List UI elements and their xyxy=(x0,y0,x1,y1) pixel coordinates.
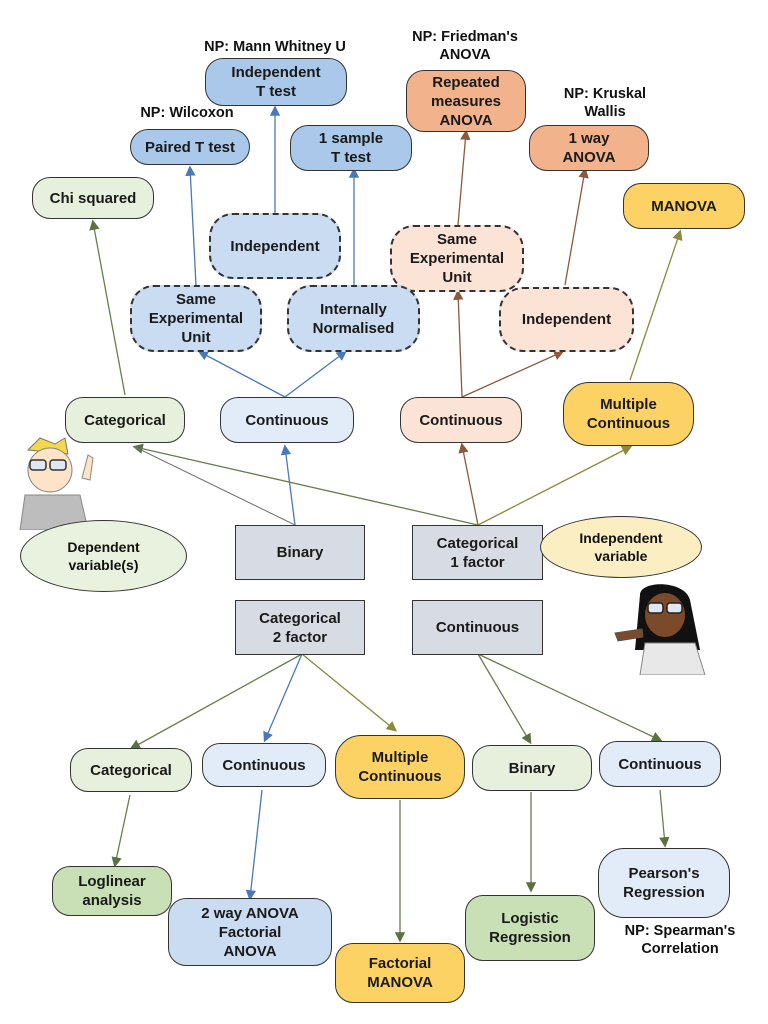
edge xyxy=(132,443,479,526)
edge xyxy=(280,444,296,526)
edge xyxy=(134,446,296,526)
edge xyxy=(263,653,303,743)
edge xyxy=(461,350,565,398)
same-experimental-unit-orange-node[interactable]: Same Experimental Unit xyxy=(390,225,524,292)
edge xyxy=(458,442,479,526)
dependent-variable-bubble: Dependent variable(s) xyxy=(20,520,187,592)
edge xyxy=(245,789,263,901)
continuous-dv-bottom-1-node[interactable]: Continuous xyxy=(202,743,326,787)
categorical-dv-bottom-node[interactable]: Categorical xyxy=(70,748,192,792)
independent-orange-node[interactable]: Independent xyxy=(499,287,634,352)
scientist-male-illustration xyxy=(10,430,115,531)
edge xyxy=(197,350,286,398)
independent-t-test-node[interactable]: Independent T test xyxy=(205,58,347,106)
continuous-iv-node[interactable]: Continuous xyxy=(412,600,543,655)
edge xyxy=(629,229,683,381)
one-way-anova-node[interactable]: 1 way ANOVA xyxy=(529,125,649,171)
friedman-label: NP: Friedman's ANOVA xyxy=(412,29,518,63)
continuous-dv-blue-node[interactable]: Continuous xyxy=(220,397,354,443)
logistic-regression-node[interactable]: Logistic Regression xyxy=(465,895,595,961)
edge xyxy=(659,789,670,848)
continuous-dv-orange-node[interactable]: Continuous xyxy=(400,397,522,443)
edge xyxy=(457,129,471,226)
categorical-dv-node[interactable]: Categorical xyxy=(65,397,185,443)
pearson-regression-node[interactable]: Pearson's Regression xyxy=(598,848,730,918)
edge xyxy=(89,219,126,396)
edge xyxy=(477,653,663,742)
paired-t-test-node[interactable]: Paired T test xyxy=(130,129,250,165)
mann-whitney-label: NP: Mann Whitney U xyxy=(204,39,346,55)
factorial-manova-node[interactable]: Factorial MANOVA xyxy=(335,943,465,1003)
edge xyxy=(564,167,589,286)
one-sample-t-test-node[interactable]: 1 sample T test xyxy=(290,125,412,171)
spearman-label: NP: Spearman's Correlation xyxy=(624,923,736,957)
same-experimental-unit-blue-node[interactable]: Same Experimental Unit xyxy=(130,285,262,352)
repeated-measures-anova-node[interactable]: Repeated measures ANOVA xyxy=(406,70,526,132)
kruskal-label: NP: Kruskal Wallis xyxy=(563,86,647,120)
edge xyxy=(453,289,464,398)
edge xyxy=(185,165,197,286)
binary-iv-node[interactable]: Binary xyxy=(235,525,365,580)
edge xyxy=(129,653,303,750)
continuous-dv-bottom-2-node[interactable]: Continuous xyxy=(599,741,721,787)
independent-variable-bubble: Independent variable xyxy=(540,516,702,578)
scientist-female-illustration xyxy=(610,575,720,676)
chi-squared-node[interactable]: Chi squared xyxy=(32,177,154,219)
edge xyxy=(477,445,633,526)
two-way-anova-node[interactable]: 2 way ANOVA Factorial ANOVA xyxy=(168,898,332,966)
edge xyxy=(477,653,532,745)
independent-design-node[interactable]: Independent xyxy=(209,213,341,279)
categorical-1-factor-node[interactable]: Categorical 1 factor xyxy=(412,525,543,580)
edge xyxy=(301,653,398,732)
multiple-continuous-bottom-node[interactable]: Multiple Continuous xyxy=(335,735,465,799)
multiple-continuous-dv-node[interactable]: Multiple Continuous xyxy=(563,382,694,446)
edge xyxy=(284,350,348,398)
edge xyxy=(111,794,131,868)
manova-node[interactable]: MANOVA xyxy=(623,183,745,229)
categorical-2-factor-node[interactable]: Categorical 2 factor xyxy=(235,600,365,655)
loglinear-analysis-node[interactable]: Loglinear analysis xyxy=(52,866,172,916)
binary-dv-bottom-node[interactable]: Binary xyxy=(472,745,592,791)
wilcoxon-label: NP: Wilcoxon xyxy=(140,105,234,121)
internally-normalised-node[interactable]: Internally Normalised xyxy=(287,285,420,352)
